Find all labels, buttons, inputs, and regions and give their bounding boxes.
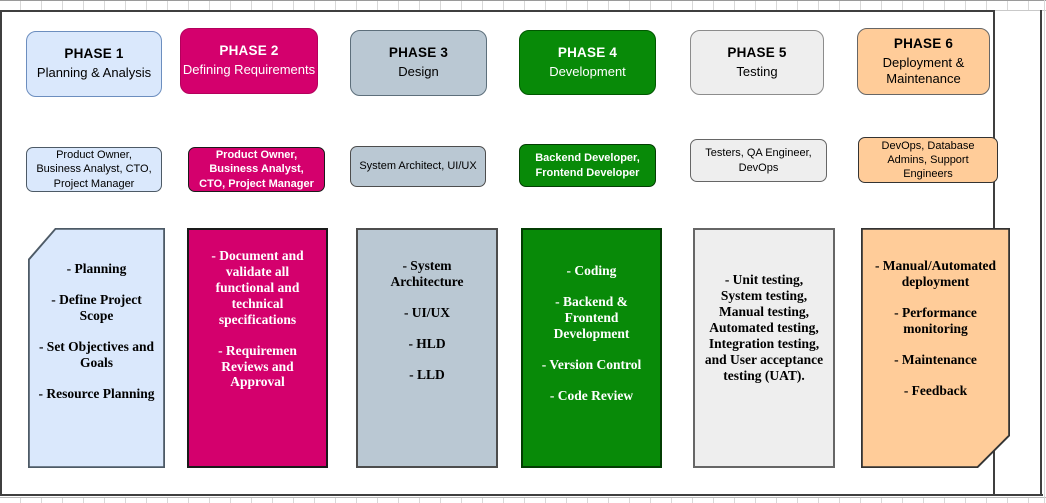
- spreadsheet-top-grid: [0, 0, 1046, 11]
- phase-1-subtitle: Planning & Analysis: [36, 65, 152, 81]
- phase-3-roles-shape[interactable]: System Architect, UI/UX: [350, 146, 486, 187]
- phase-6-subtitle: Deployment & Maintenance: [882, 54, 965, 86]
- detail-item: - Maintenance: [894, 351, 977, 367]
- phase-2-title: PHASE 2: [219, 43, 279, 59]
- phase-3-detail-shape[interactable]: - System Architecture - UI/UX - HLD - LL…: [356, 228, 498, 468]
- phase-5-title: PHASE 5: [727, 44, 787, 60]
- detail-item: - Planning: [66, 261, 127, 276]
- phase-5-header-shape[interactable]: PHASE 5 Testing: [690, 30, 824, 95]
- phase-6-detail-shape[interactable]: - Manual/Automated deployment - Performa…: [861, 228, 1010, 468]
- detail-item: - Coding: [566, 263, 617, 278]
- phase-6-detail-content: - Manual/Automated deployment - Performa…: [861, 228, 1010, 468]
- phase-2-roles-text: Product Owner, Business Analyst, CTO, Pr…: [199, 149, 314, 190]
- phase-6-roles-text: DevOps, Database Admins, Support Enginee…: [881, 139, 975, 181]
- phase-4-header-shape[interactable]: PHASE 4 Development: [519, 30, 656, 95]
- phase-2-header-shape[interactable]: PHASE 2 Defining Requirements: [180, 28, 318, 94]
- detail-item: - Document and validate all functional a…: [211, 248, 304, 327]
- phase-1-header-shape[interactable]: PHASE 1 Planning & Analysis: [26, 31, 162, 97]
- phase-2-detail-shape[interactable]: - Document and validate all functional a…: [187, 228, 328, 468]
- detail-item: - System Architecture: [390, 258, 464, 289]
- phase-4-roles-text: Backend Developer, Frontend Developer: [535, 152, 640, 179]
- phase-6-roles-shape[interactable]: DevOps, Database Admins, Support Enginee…: [858, 137, 998, 183]
- detail-item: - HLD: [408, 335, 446, 351]
- detail-item: - UI/UX: [403, 304, 451, 320]
- diagram-border-left: [0, 10, 2, 496]
- detail-item: - Code Review: [549, 387, 634, 403]
- phase-4-subtitle: Development: [549, 63, 626, 79]
- detail-item: - Version Control: [541, 356, 642, 372]
- detail-item: - Set Objectives and Goals: [38, 338, 155, 370]
- grid-line-top-right: [995, 10, 1046, 11]
- phase-1-detail-content: - Planning - Define Project Scope - Set …: [28, 228, 165, 468]
- phase-3-header-shape[interactable]: PHASE 3 Design: [350, 30, 487, 96]
- phase-6-title: PHASE 6: [893, 35, 954, 51]
- detail-item: - LLD: [409, 366, 445, 382]
- phase-5-subtitle: Testing: [736, 63, 778, 79]
- phase-1-roles-text: Product Owner, Business Analyst, CTO, Pr…: [36, 149, 152, 190]
- phase-5-roles-shape[interactable]: Testers, QA Engineer, DevOps: [690, 139, 827, 182]
- phase-1-title: PHASE 1: [64, 46, 124, 62]
- diagram-border-bottom: [0, 494, 1043, 496]
- detail-item: - Resource Planning: [38, 385, 155, 401]
- spreadsheet-column-line: [1044, 0, 1045, 503]
- diagram-border-top: [0, 10, 995, 12]
- detail-item: - Manual/Automated deployment: [874, 258, 997, 289]
- phase-4-title: PHASE 4: [557, 44, 618, 60]
- detail-item: - Backend & Frontend Development: [553, 293, 630, 341]
- diagram-border-right-outer: [1040, 10, 1042, 496]
- detail-item: - Feedback: [903, 382, 968, 398]
- detail-item: - Requiremen Reviews and Approval: [218, 342, 297, 390]
- phase-4-detail-shape[interactable]: - Coding - Backend & Frontend Developmen…: [521, 228, 662, 468]
- phase-3-title: PHASE 3: [388, 45, 449, 61]
- phase-1-roles-shape[interactable]: Product Owner, Business Analyst, CTO, Pr…: [26, 147, 162, 192]
- phase-3-subtitle: Design: [398, 64, 439, 80]
- phase-5-detail-shape[interactable]: - Unit testing, System testing, Manual t…: [693, 228, 835, 468]
- detail-item: - Performance monitoring: [894, 304, 977, 336]
- phase-4-roles-shape[interactable]: Backend Developer, Frontend Developer: [519, 144, 656, 187]
- phase-2-roles-shape[interactable]: Product Owner, Business Analyst, CTO, Pr…: [188, 147, 325, 192]
- phase-1-detail-shape[interactable]: - Planning - Define Project Scope - Set …: [28, 228, 165, 468]
- phase-3-roles-text: System Architect, UI/UX: [359, 160, 477, 173]
- detail-item: - Unit testing, System testing, Manual t…: [704, 272, 824, 383]
- phase-5-roles-text: Testers, QA Engineer, DevOps: [705, 147, 812, 174]
- spreadsheet-bottom-grid: [0, 497, 1046, 503]
- phase-2-subtitle: Defining Requirements: [182, 62, 316, 78]
- phase-6-header-shape[interactable]: PHASE 6 Deployment & Maintenance: [857, 28, 990, 95]
- detail-item: - Define Project Scope: [51, 291, 142, 323]
